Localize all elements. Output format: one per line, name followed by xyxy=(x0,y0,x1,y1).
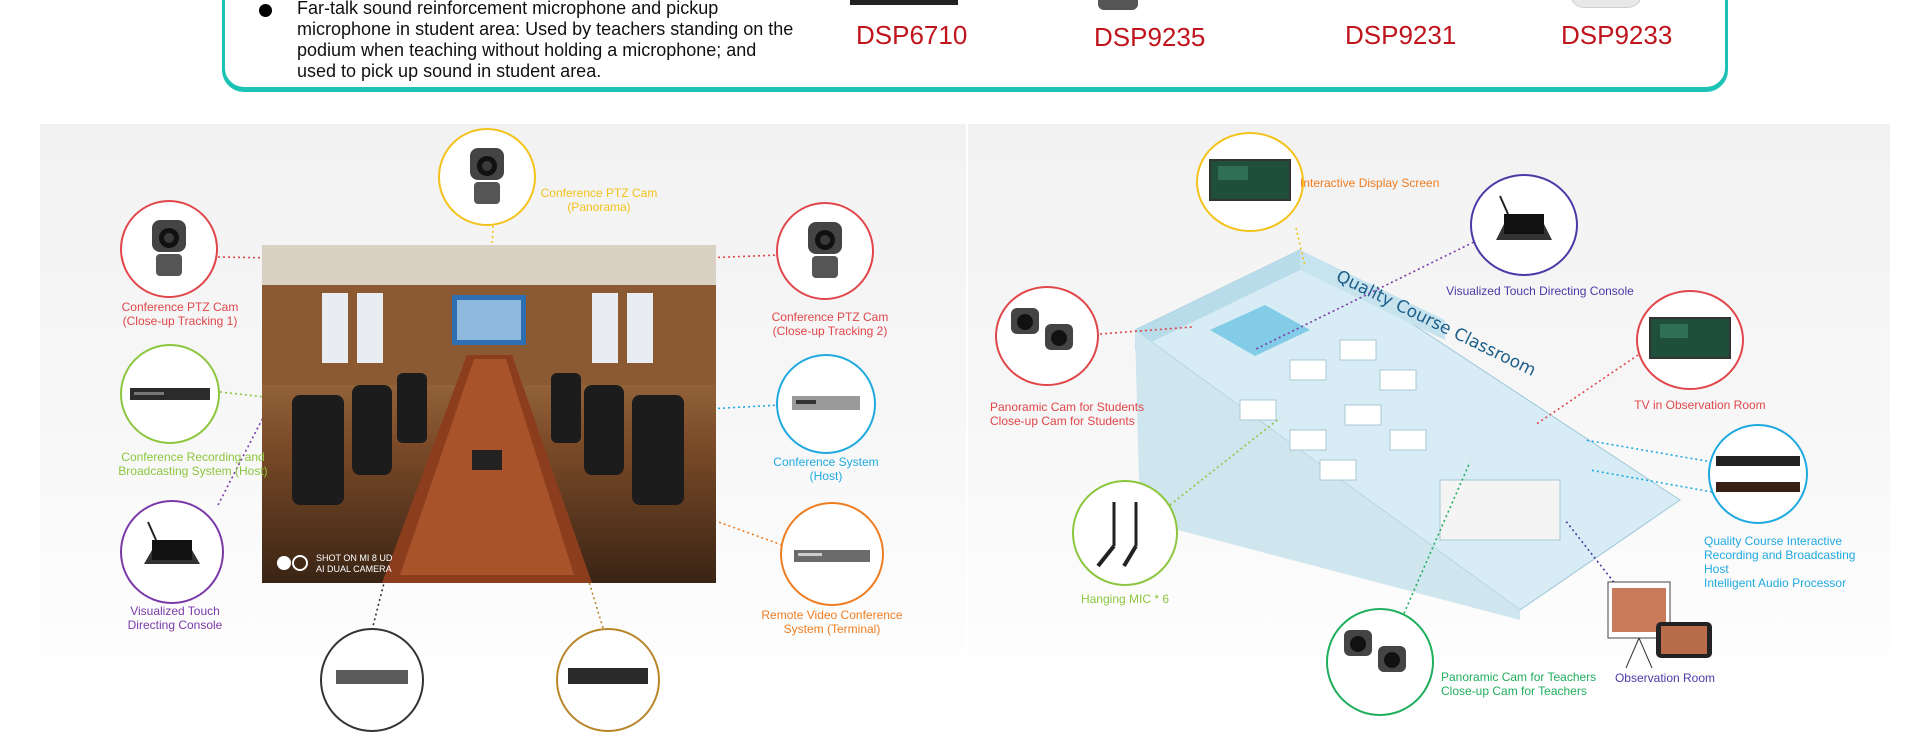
photo-watermark: SHOT ON MI 8 UD AI DUAL CAMERA xyxy=(316,553,392,575)
classroom-touch-console-circle xyxy=(1470,174,1578,276)
touch-console-icon xyxy=(1496,195,1552,240)
host-processor-circle xyxy=(1708,424,1808,524)
conference-room-photo: SHOT ON MI 8 UD AI DUAL CAMERA xyxy=(262,245,716,583)
product-panel xyxy=(222,0,1728,90)
rack-unit-icon xyxy=(336,670,408,684)
rack-units-icon xyxy=(1716,456,1800,492)
tv-observation-circle xyxy=(1636,290,1744,390)
rack-unit-icon xyxy=(130,388,210,400)
watermark-line-1: SHOT ON MI 8 UD xyxy=(316,553,393,563)
observation-room-icon xyxy=(1607,581,1712,669)
bullet-icon xyxy=(259,4,272,17)
teacher-cams-label: Panoramic Cam for Teachers Close-up Cam … xyxy=(1441,670,1597,698)
teacher-cams-circle xyxy=(1326,608,1434,716)
ptz-panorama-label: Conference PTZ Cam (Panorama) xyxy=(540,186,658,214)
isometric-classroom: Quality Course Classroom xyxy=(1099,227,1713,620)
remote-terminal-label: Remote Video Conference System (Terminal… xyxy=(761,608,903,636)
recording-host-label: Conference Recording and Broadcasting Sy… xyxy=(118,450,268,478)
touch-console-circle xyxy=(120,500,224,604)
watermark-line-2: AI DUAL CAMERA xyxy=(316,564,392,574)
microphone-description: Far-talk sound reinforcement microphone … xyxy=(297,0,794,81)
touch-console-label: Visualized Touch Directing Console xyxy=(127,604,223,632)
observation-room-label: Observation Room xyxy=(1614,671,1716,685)
ptz-track1-circle xyxy=(120,200,218,298)
dsp9235-image xyxy=(1098,0,1138,10)
product-code-dsp9231: DSP9231 xyxy=(1345,20,1457,50)
dsp6710-image xyxy=(850,0,958,5)
rack-unit-icon xyxy=(792,396,860,410)
product-code-dsp6710: DSP6710 xyxy=(856,20,968,50)
product-code-dsp9235: DSP9235 xyxy=(1094,22,1206,52)
ptz-camera-pair-icon xyxy=(1011,308,1073,350)
rack-unit-icon xyxy=(794,550,870,562)
ptz-track2-label: Conference PTZ Cam (Close-up Tracking 2) xyxy=(771,310,889,338)
ptz-camera-pair-icon xyxy=(1344,630,1406,672)
recording-host-circle xyxy=(120,344,220,444)
ptz-track1-label: Conference PTZ Cam (Close-up Tracking 1) xyxy=(121,300,239,328)
ptz-track2-circle xyxy=(776,202,874,300)
conference-room-illustration xyxy=(262,245,716,583)
hanging-mic-label: Hanging MIC * 6 xyxy=(1080,592,1170,606)
display-screen-icon xyxy=(1209,159,1291,201)
conference-host-circle xyxy=(776,354,876,454)
display-screen-circle xyxy=(1196,132,1304,232)
remote-terminal-circle xyxy=(780,502,884,606)
conference-host-label: Conference System (Host) xyxy=(773,455,879,483)
host-processor-label: Quality Course Interactive Recording and… xyxy=(1704,534,1856,590)
rack-unit-icon xyxy=(568,668,648,684)
student-cams-circle xyxy=(995,286,1099,386)
tv-observation-label: TV in Observation Room xyxy=(1634,398,1766,412)
touch-console-icon xyxy=(144,521,200,564)
classroom-touch-console-label: Visualized Touch Directing Console xyxy=(1446,284,1634,298)
ptz-camera-icon xyxy=(808,222,842,278)
hanging-mic-icon xyxy=(1096,502,1138,568)
display-screen-label: Interactive Display Screen xyxy=(1300,176,1440,190)
student-cams-label: Panoramic Cam for Students Close-up Cam … xyxy=(990,400,1145,428)
hanging-mic-circle xyxy=(1072,480,1178,586)
ptz-panorama-circle xyxy=(438,128,536,226)
ptz-camera-icon xyxy=(152,220,186,276)
tv-icon xyxy=(1649,317,1731,359)
ptz-camera-icon xyxy=(470,148,504,204)
product-code-dsp9233: DSP9233 xyxy=(1561,20,1673,50)
